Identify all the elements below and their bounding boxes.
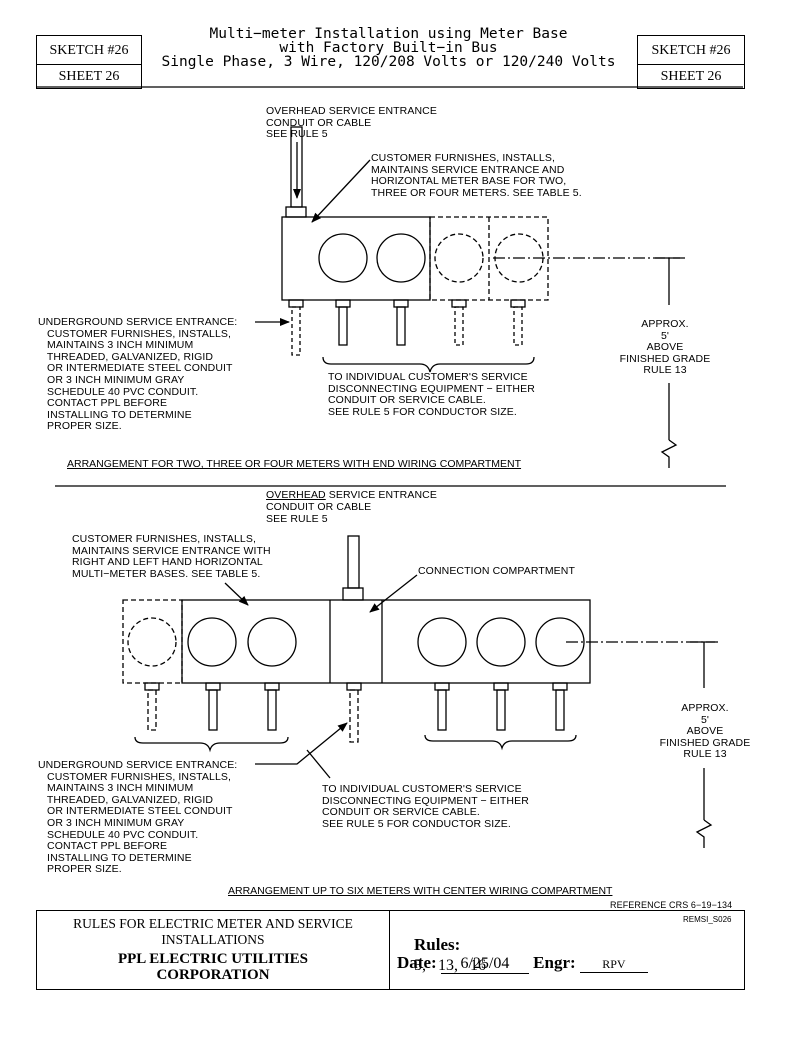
- footer-engr-label: Engr:: [533, 953, 576, 972]
- footer-doc-code: REMSI_S026: [683, 915, 732, 924]
- top-underground-note: UNDERGROUND SERVICE ENTRANCE: CUSTOMER F…: [38, 316, 238, 433]
- footer-rules-line: Rules: 5, 13, 16: [397, 915, 486, 995]
- footer-company: PPL ELECTRIC UTILITIES CORPORATION: [117, 951, 309, 983]
- title-line-3: Single Phase, 3 Wire, 120/208 Volts or 1…: [161, 54, 616, 70]
- footer-date-label: Date:: [397, 953, 437, 972]
- reference-note: REFERENCE CRS 6−19−134: [610, 900, 733, 910]
- bottom-underground-note: UNDERGROUND SERVICE ENTRANCE: CUSTOMER F…: [38, 759, 238, 876]
- footer-block: RULES FOR ELECTRIC METER AND SERVICE INS…: [36, 910, 745, 990]
- bottom-height-note: APPROX. 5' ABOVE FINISHED GRADE RULE 13: [659, 702, 751, 761]
- bottom-overhead-rest: SERVICE ENTRANCE: [325, 489, 437, 501]
- bottom-overhead-note-rest: CONDUIT OR CABLE SEE RULE 5: [266, 501, 372, 525]
- bottom-meter-5: [535, 617, 585, 667]
- bottom-service-mast: [347, 535, 360, 589]
- bottom-overhead-note: OVERHEAD SERVICE ENTRANCE: [266, 489, 437, 502]
- bottom-meter-base: [181, 599, 591, 684]
- bottom-overhead-word: OVERHEAD: [266, 489, 326, 501]
- top-meter-3: [434, 233, 484, 283]
- bottom-meter-2: [247, 617, 297, 667]
- footer-date-line: Date: 6/25/04 Engr: RPV: [397, 953, 648, 974]
- top-meter-1: [318, 233, 368, 283]
- bottom-customer-note: CUSTOMER FURNISHES, INSTALLS, MAINTAINS …: [72, 533, 271, 580]
- sketch-box-right: SKETCH #26 SHEET 26: [637, 35, 745, 89]
- sheet-label-right: SHEET 26: [660, 69, 722, 84]
- footer-date-value: 6/25/04: [440, 955, 529, 974]
- title-line-2: with Factory Built−in Bus: [279, 40, 498, 56]
- bottom-connection-note: CONNECTION COMPARTMENT: [418, 565, 575, 577]
- top-caption: ARRANGEMENT FOR TWO, THREE OR FOUR METER…: [67, 458, 522, 470]
- sketch-label-left: SKETCH #26: [49, 43, 129, 58]
- footer-engr-value: RPV: [579, 957, 648, 973]
- top-overhead-note: OVERHEAD SERVICE ENTRANCE CONDUIT OR CAB…: [266, 105, 437, 141]
- top-meter-2: [376, 233, 426, 283]
- footer-rules-label: Rules:: [414, 935, 461, 954]
- top-meter-base: [281, 216, 431, 301]
- bottom-caption: ARRANGEMENT UP TO SIX METERS WITH CENTER…: [228, 885, 613, 897]
- sketch-box-left: SKETCH #26 SHEET 26: [36, 35, 142, 89]
- title-line-1: Multi−meter Installation using Meter Bas…: [209, 26, 568, 42]
- bottom-meter-4: [476, 617, 526, 667]
- bottom-individual-note: TO INDIVIDUAL CUSTOMER'S SERVICE DISCONN…: [322, 783, 529, 830]
- top-customer-note: CUSTOMER FURNISHES, INSTALLS, MAINTAINS …: [371, 152, 582, 199]
- bottom-meter-3: [417, 617, 467, 667]
- bottom-meter-6: [127, 617, 177, 667]
- bottom-meter-1: [187, 617, 237, 667]
- footer-rules-values: 5, 13, 16: [414, 957, 486, 974]
- sheet-label-left: SHEET 26: [58, 69, 120, 84]
- footer-rules-title: RULES FOR ELECTRIC METER AND SERVICE INS…: [73, 916, 353, 947]
- top-individual-note: TO INDIVIDUAL CUSTOMER'S SERVICE DISCONN…: [328, 371, 535, 418]
- sketch-label-right: SKETCH #26: [651, 43, 731, 58]
- top-height-note: APPROX. 5' ABOVE FINISHED GRADE RULE 13: [619, 318, 711, 377]
